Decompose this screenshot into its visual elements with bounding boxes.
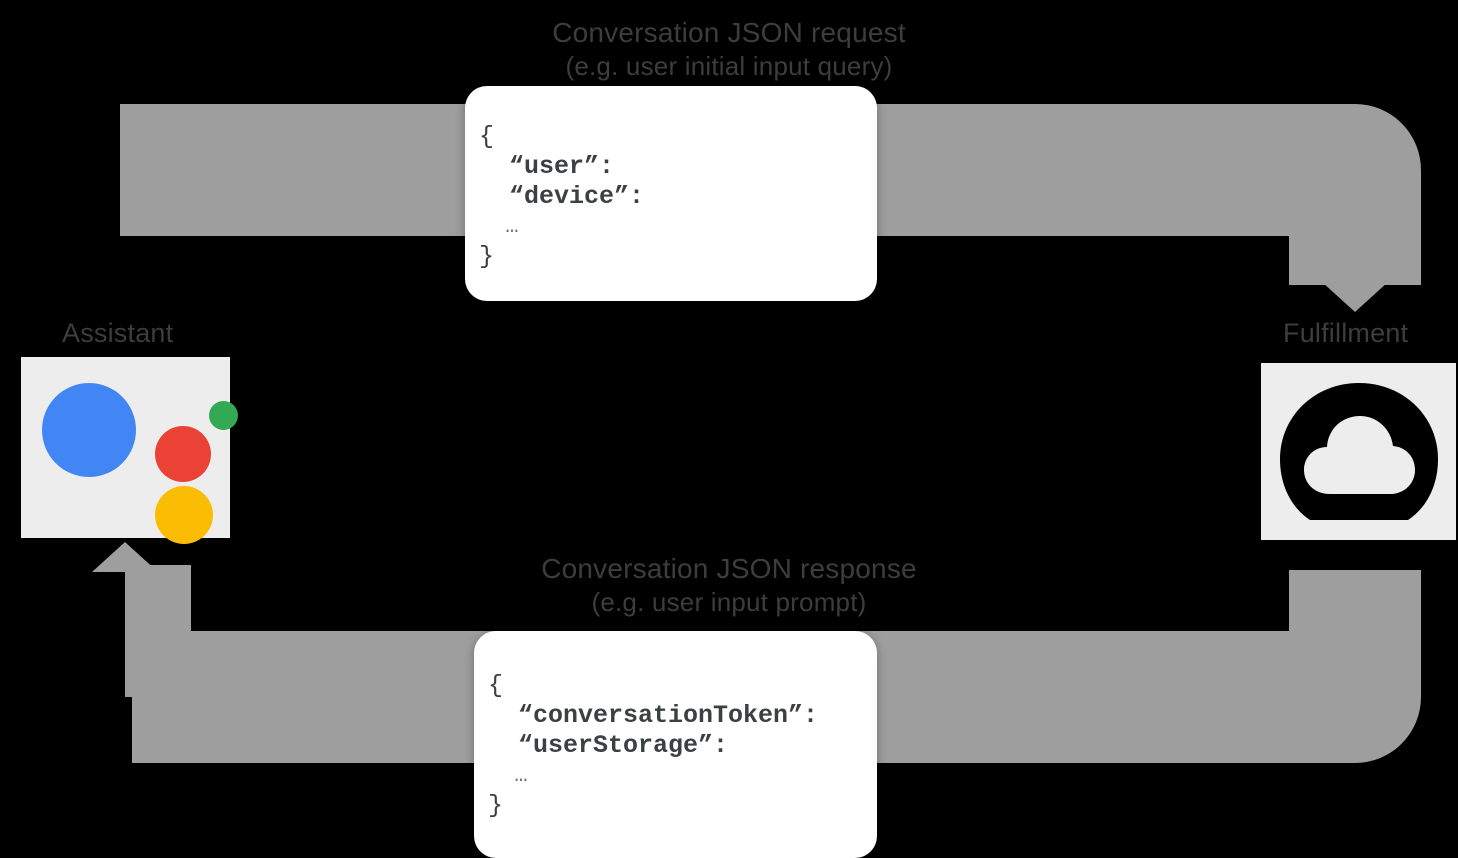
json-line: { xyxy=(488,671,504,700)
response-json-card: { “conversationToken”: “userStorage”: … … xyxy=(474,631,877,858)
fulfillment-icon-tile xyxy=(1261,363,1456,540)
assistant-dot-green-icon xyxy=(208,400,238,430)
assistant-dot-yellow-icon xyxy=(154,485,213,544)
assistant-dot-red-icon xyxy=(154,425,211,482)
response-flow-caption: Conversation JSON response (e.g. user in… xyxy=(0,552,1458,618)
google-assistant-logo-icon xyxy=(41,373,238,544)
response-flow-title: Conversation JSON response xyxy=(541,553,917,584)
request-json-card: { “user”: “device”: … } xyxy=(465,86,877,301)
assistant-icon-tile xyxy=(21,357,238,544)
request-flow-caption: Conversation JSON request (e.g. user ini… xyxy=(0,16,1458,82)
json-line: … xyxy=(479,214,519,239)
json-line: { xyxy=(479,122,495,151)
json-line: “user”: xyxy=(479,152,615,181)
json-line: “userStorage”: xyxy=(488,731,729,760)
assistant-dot-blue-icon xyxy=(41,382,136,477)
cloud-icon xyxy=(1279,383,1438,520)
json-line: } xyxy=(479,242,495,271)
json-line: … xyxy=(488,763,528,788)
response-flow-subtitle: (e.g. user input prompt) xyxy=(591,587,867,617)
assistant-label: Assistant xyxy=(62,318,174,348)
fulfillment-label: Fulfillment xyxy=(1283,318,1409,348)
json-line: “conversationToken”: xyxy=(488,701,819,730)
request-flow-subtitle: (e.g. user initial input query) xyxy=(565,51,893,81)
request-flow-title: Conversation JSON request xyxy=(552,17,906,48)
json-line: “device”: xyxy=(479,182,645,211)
json-line: } xyxy=(488,791,504,820)
